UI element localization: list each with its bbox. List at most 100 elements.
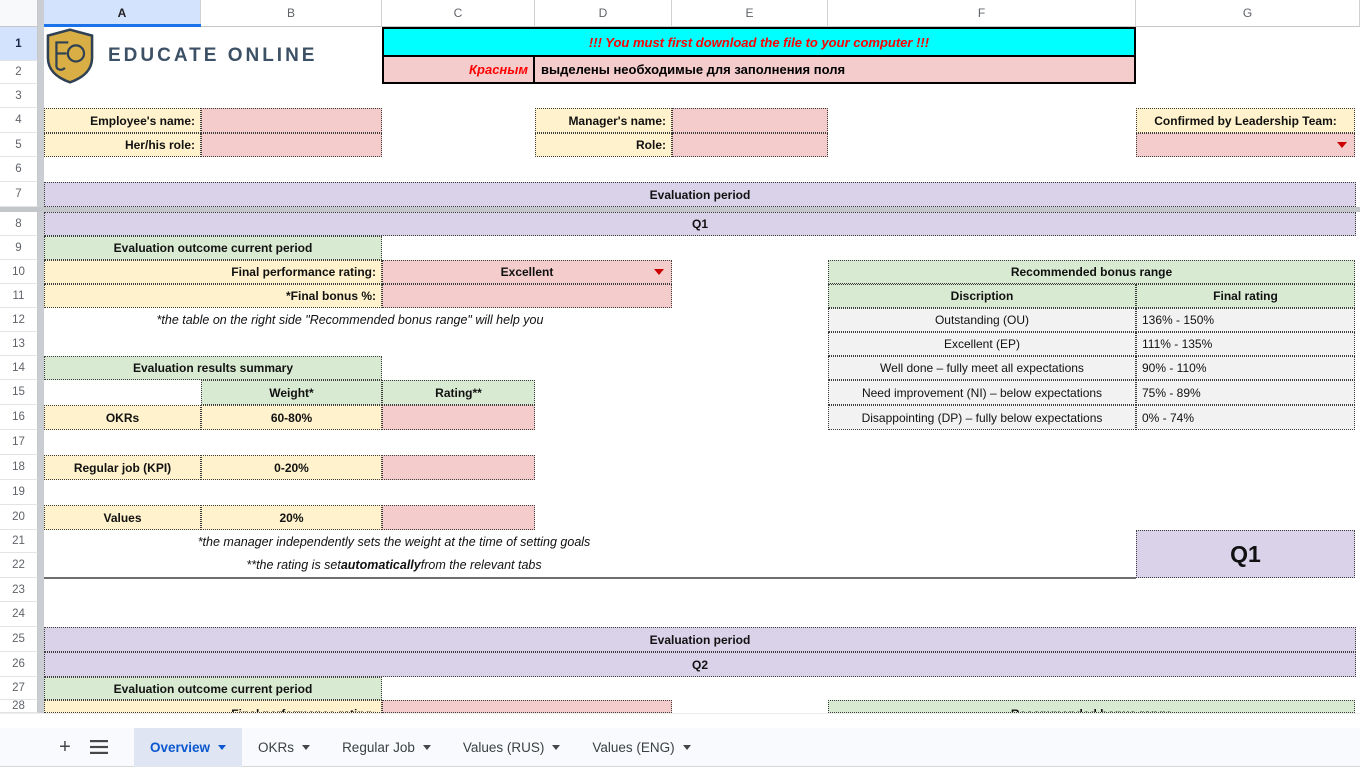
tab-values-eng[interactable]: Values (ENG) [576, 728, 706, 767]
row-header-21[interactable]: 21 [0, 530, 38, 553]
row-header-14[interactable]: 14 [0, 356, 38, 380]
row-header-26[interactable]: 26 [0, 652, 38, 677]
brand-name: EDUCATE ONLINE [108, 44, 318, 66]
rating-footnote-suffix: from the relevant tabs [420, 558, 542, 572]
final-rating-value: Excellent [500, 265, 554, 279]
bonus-row-description: Excellent (EP) [828, 332, 1136, 356]
row-header-25[interactable]: 25 [0, 627, 38, 652]
summary-row-rating-cell[interactable] [382, 505, 535, 530]
row-header-1[interactable]: 1 [0, 27, 38, 61]
manager-role-input[interactable] [672, 133, 828, 157]
confirmed-dropdown[interactable] [1136, 133, 1355, 157]
selected-column-underline [44, 24, 201, 27]
outcome-header-q1: Evaluation outcome current period [44, 236, 382, 260]
column-header-G[interactable]: G [1136, 0, 1360, 27]
row-header-16[interactable]: 16 [0, 405, 38, 430]
tab-okrs[interactable]: OKRs [242, 728, 326, 767]
row-header-17[interactable]: 17 [0, 430, 38, 455]
row-header-18[interactable]: 18 [0, 455, 38, 480]
employee-role-label: Her/his role: [44, 133, 201, 157]
row-header-19[interactable]: 19 [0, 480, 38, 505]
row-header-11[interactable]: 11 [0, 284, 38, 308]
evaluation-period-header-q2: Evaluation period [44, 627, 1356, 652]
frozen-row-divider[interactable] [0, 207, 1360, 212]
employee-name-input[interactable] [201, 108, 382, 133]
row-header-7[interactable]: 7 [0, 182, 38, 207]
row-header-27[interactable]: 27 [0, 677, 38, 700]
eo-shield-icon [46, 27, 94, 84]
employee-role-input[interactable] [201, 133, 382, 157]
column-header-F[interactable]: F [828, 0, 1136, 27]
tab-values-rus[interactable]: Values (RUS) [447, 728, 577, 767]
summary-row-weight: 20% [201, 505, 382, 530]
chevron-down-icon[interactable] [552, 744, 561, 750]
row-header-28[interactable]: 28 [0, 700, 38, 713]
summary-row-label: Regular job (KPI) [44, 455, 201, 480]
row-header-3[interactable]: 3 [0, 84, 38, 108]
manager-name-input[interactable] [672, 108, 828, 133]
row-header-9[interactable]: 9 [0, 236, 38, 260]
row-header-8[interactable]: 8 [0, 212, 38, 236]
bonus-row-range: 111% - 135% [1136, 332, 1355, 356]
add-sheet-button[interactable]: + [59, 735, 71, 758]
final-bonus-input[interactable] [382, 284, 672, 308]
employee-name-label: Employee's name: [44, 108, 201, 133]
tab-regular-job[interactable]: Regular Job [326, 728, 447, 767]
quarter-badge-q1: Q1 [1136, 530, 1355, 578]
row-header-15[interactable]: 15 [0, 380, 38, 405]
select-all-corner[interactable] [0, 0, 38, 27]
row-header-24[interactable]: 24 [0, 602, 38, 627]
bonus-table-col-description: Discription [828, 284, 1136, 308]
bonus-table-col-rating: Final rating [1136, 284, 1355, 308]
sheet-tab-bar: + Overview OKRs Regular Job Values (RUS)… [0, 727, 1360, 767]
clipped-bonus-table-title: Recommended bonus range [828, 700, 1355, 713]
dropdown-arrow-icon[interactable] [654, 269, 664, 275]
bonus-row-range: 136% - 150% [1136, 308, 1355, 332]
clipped-final-rating-label: Final performance rating: [44, 700, 382, 713]
summary-row-label: Values [44, 505, 201, 530]
confirmed-label: Confirmed by Leadership Team: [1136, 108, 1355, 133]
section-divider-line [44, 577, 1136, 579]
row-header-12[interactable]: 12 [0, 308, 38, 332]
hamburger-menu-icon [90, 740, 108, 754]
all-sheets-menu-button[interactable] [82, 730, 116, 764]
row-header-2[interactable]: 2 [0, 61, 38, 84]
frozen-column-divider[interactable] [38, 0, 44, 713]
bonus-row-range: 90% - 110% [1136, 356, 1355, 380]
chevron-down-icon[interactable] [682, 744, 691, 750]
red-label: Красным [384, 57, 535, 82]
final-rating-label: Final performance rating: [44, 260, 382, 284]
red-fields-banner: Красным выделены необходимые для заполне… [382, 57, 1136, 84]
chevron-down-icon[interactable] [422, 744, 431, 750]
row-header-4[interactable]: 4 [0, 108, 38, 133]
clipped-rating-cell[interactable] [382, 700, 672, 713]
row-header-6[interactable]: 6 [0, 157, 38, 182]
summary-rating-header: Rating** [382, 380, 535, 405]
row-header-23[interactable]: 23 [0, 578, 38, 602]
chevron-down-icon[interactable] [218, 744, 227, 750]
column-header-A[interactable]: A [44, 0, 201, 27]
row-header-13[interactable]: 13 [0, 332, 38, 356]
tab-overview[interactable]: Overview [134, 727, 243, 767]
horizontal-scrollbar-track[interactable] [0, 713, 1360, 728]
summary-row-rating-cell[interactable] [382, 455, 535, 480]
column-header-B[interactable]: B [201, 0, 382, 27]
row-header-5[interactable]: 5 [0, 133, 38, 157]
column-header-E[interactable]: E [672, 0, 828, 27]
chevron-down-icon[interactable] [302, 744, 311, 750]
outcome-header-q2: Evaluation outcome current period [44, 677, 382, 700]
summary-header: Evaluation results summary [44, 356, 382, 380]
summary-row-rating-cell[interactable] [382, 405, 535, 430]
bonus-row-description: Disappointing (DP) – fully below expecta… [828, 405, 1136, 430]
column-header-D[interactable]: D [535, 0, 672, 27]
quarter-row-q2: Q2 [44, 652, 1356, 677]
row-header-10[interactable]: 10 [0, 260, 38, 284]
row-header-20[interactable]: 20 [0, 505, 38, 530]
final-rating-dropdown[interactable]: Excellent [382, 260, 672, 284]
dropdown-arrow-icon[interactable] [1337, 142, 1347, 148]
column-header-C[interactable]: C [382, 0, 535, 27]
quarter-row-q1: Q1 [44, 212, 1356, 236]
row-header-22[interactable]: 22 [0, 553, 38, 578]
bonus-row-description: Well done – fully meet all expectations [828, 356, 1136, 380]
